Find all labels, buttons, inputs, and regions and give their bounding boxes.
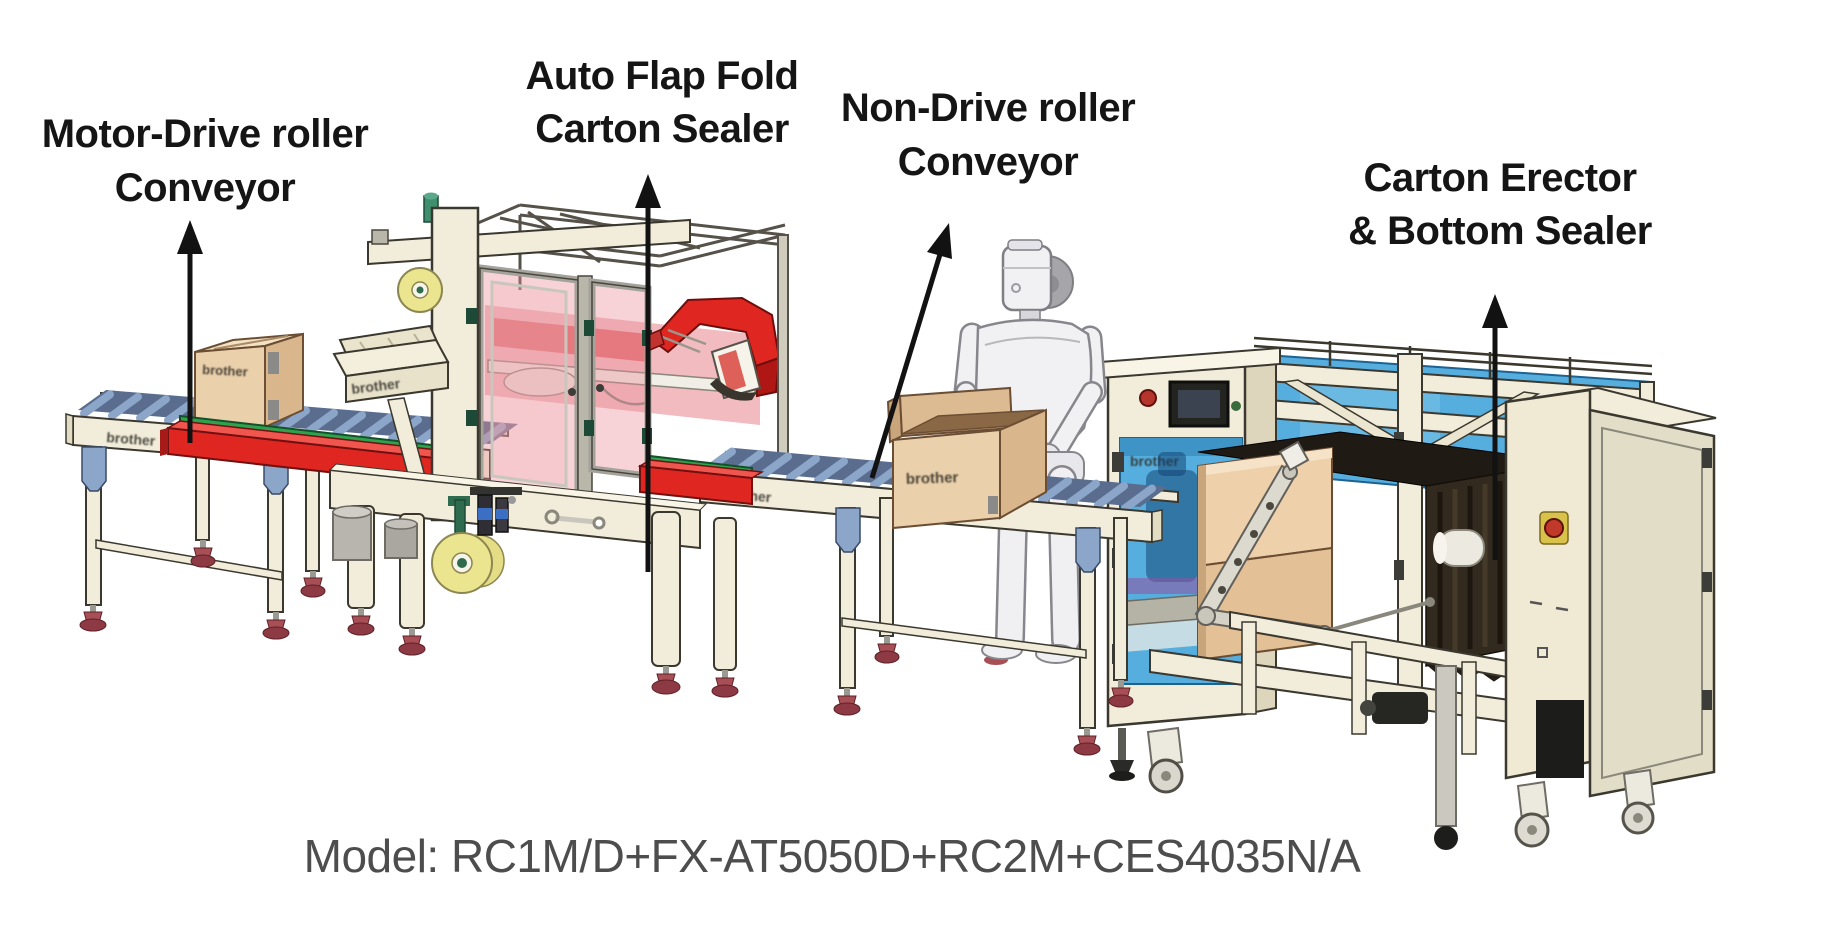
cabinet-vent — [1536, 700, 1584, 778]
cabinet-door — [1588, 408, 1716, 798]
flap-folder-arm — [645, 296, 781, 401]
sealer-exit-rails — [637, 454, 765, 506]
label-motor-drive-line2: Conveyor — [115, 166, 296, 210]
label-non-drive-line2: Conveyor — [898, 140, 1079, 184]
label-carton-erector-line1: Carton Erector — [1363, 156, 1636, 200]
brand-smudge: brother — [202, 362, 248, 379]
brand-smudge: brother — [906, 469, 959, 488]
suction-feet — [833, 636, 1134, 756]
suction-feet — [347, 608, 739, 698]
callout-labels: Motor-Drive roller Conveyor Auto Flap Fo… — [42, 54, 1653, 253]
open-carton-box: brother — [886, 386, 1047, 530]
erector-top-rails — [1253, 336, 1653, 384]
label-motor-drive-line1: Motor-Drive roller — [42, 112, 369, 156]
middle-conveyor-legs — [833, 497, 1134, 756]
emergency-stop-button — [1544, 518, 1564, 538]
label-flap-sealer-line2: Carton Sealer — [535, 107, 789, 151]
suction-feet — [79, 540, 326, 640]
sealer-inner-mechanism — [485, 305, 760, 425]
corner-bracket — [1075, 527, 1101, 573]
flap-fold-carton-sealer-machine: brother — [160, 192, 789, 698]
carton-erector-machine: brother — [1099, 336, 1717, 850]
arrow-up-icon-flap-sealer — [635, 174, 661, 572]
erector-lower-frame — [1109, 610, 1525, 850]
label-non-drive-line1: Non-Drive roller — [841, 86, 1135, 130]
corner-bracket — [81, 446, 107, 492]
left-conveyor-legs — [79, 439, 326, 640]
drive-motor — [1372, 692, 1428, 724]
corner-bracket — [835, 507, 861, 553]
electrical-cabinet — [1504, 386, 1717, 848]
tape-roll-upper — [397, 267, 443, 313]
base-motors — [332, 505, 418, 561]
robot-head — [1001, 244, 1053, 312]
sealer-base — [328, 463, 739, 698]
tape-roll-lower — [431, 496, 505, 594]
pneumatic-filter-unit — [470, 487, 522, 536]
power-button — [1139, 389, 1157, 407]
wrench — [544, 509, 606, 530]
clear-door-right — [588, 278, 652, 480]
arrow-up-icon-motor-drive — [177, 220, 203, 443]
arrow-up-icon-carton-erector — [1482, 294, 1508, 560]
arrow-up-icon-non-drive — [869, 223, 952, 479]
brand-smudge: brother — [106, 429, 157, 449]
label-carton-erector-line2: & Bottom Sealer — [1348, 209, 1652, 253]
sealer-doors — [476, 264, 652, 502]
sealed-carton-box: brother — [194, 332, 304, 435]
label-flap-sealer-line1: Auto Flap Fold — [526, 54, 799, 98]
brand-smudge: brother — [350, 375, 401, 397]
model-caption: Model: RC1M/D+FX-AT5050D+RC2M+CES4035N/A — [304, 830, 1362, 882]
callout-arrows — [177, 174, 1508, 572]
